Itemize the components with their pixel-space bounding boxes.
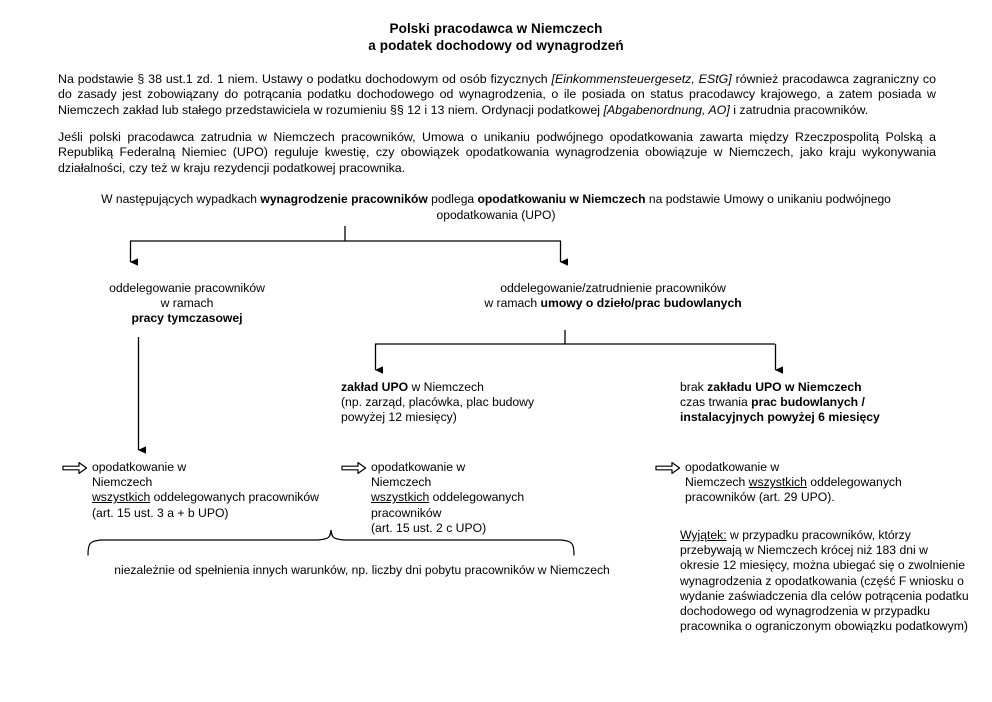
page-title: Polski pracodawca w Niemczech a podatek … — [0, 20, 992, 54]
intro-p1-part-1: Na podstawie § 38 ust.1 zd. 1 niem. Usta… — [58, 72, 552, 86]
outcome-block-2: opodatkowanie w Niemczech wszystkich odd… — [341, 460, 571, 536]
mid-right-line-3-bold: instalacyjnych powyżej 6 miesięcy — [680, 410, 880, 425]
branch-label-right: oddelegowanie/zatrudnienie pracowników w… — [448, 281, 778, 311]
intro-p1-italic-2: [Abgabenordnung, AO] — [603, 102, 730, 117]
branch-left-line-2: w ramach — [160, 296, 214, 311]
out2-line-3-underline: wszystkich — [371, 490, 430, 505]
branch-left-line-3: pracy tymczasowej — [131, 311, 243, 326]
branch-label-left: oddelegowanie pracowników w ramach pracy… — [62, 281, 312, 327]
intro-p1-part-3: i zatrudnia pracowników. — [729, 102, 869, 117]
out3-line-2-underline: wszystkich — [748, 475, 807, 490]
out1-line-3-rest: oddelegowanych pracowników — [150, 490, 319, 505]
out3-line-2-rest: oddelegowanych — [806, 475, 902, 490]
exception-label: Wyjątek: — [680, 528, 727, 542]
mid-node-right: brak zakładu UPO w Niemczech czas trwani… — [680, 380, 970, 426]
out2-line-3-rest: oddelegowanych — [429, 490, 525, 505]
outcome-block-3: opodatkowanie w Niemczech wszystkich odd… — [655, 460, 955, 506]
mid-right-line-2-bold: prac budowlanych / — [751, 395, 865, 410]
mid-left-line-1-rest: w Niemczech — [408, 380, 484, 394]
out3-line-2-prefix: Niemczech — [685, 475, 749, 490]
title-line-2: a podatek dochodowy od wynagrodzeń — [368, 38, 624, 53]
lead-bold-2: opodatkowaniu w Niemczech — [477, 192, 646, 206]
mid-left-line-2: (np. zarząd, placówka, plac budowy — [341, 395, 535, 410]
mid-right-line-1-bold: zakładu UPO w Niemczech — [707, 380, 862, 394]
out2-line-4: pracowników — [371, 505, 442, 520]
exception-text: w przypadku pracowników, którzy przebywa… — [680, 528, 969, 634]
mid-right-line-1-prefix: brak — [680, 380, 708, 394]
out3-line-3: pracowników (art. 29 UPO). — [685, 490, 835, 505]
mid-left-line-3: powyżej 12 miesięcy) — [341, 410, 457, 425]
lead-statement: W następujących wypadkach wynagrodzenie … — [96, 192, 896, 223]
branch-right-line-1: oddelegowanie/zatrudnienie pracowników — [500, 281, 726, 295]
out3-line-1: opodatkowanie w — [685, 460, 780, 474]
brace-caption: niezależnie od spełnienia innych warunkó… — [114, 563, 610, 577]
mid-left-line-1-bold: zakład UPO — [341, 380, 409, 394]
exception-note: Wyjątek: w przypadku pracowników, którzy… — [680, 528, 970, 634]
out2-line-5: (art. 15 ust. 2 c UPO) — [371, 520, 487, 535]
block-arrow-right-icon — [62, 462, 88, 474]
out1-line-4: (art. 15 ust. 3 a + b UPO) — [92, 505, 229, 520]
mid-node-left: zakład UPO w Niemczech (np. zarząd, plac… — [341, 380, 641, 426]
lead-bold-1: wynagrodzenie pracowników — [260, 192, 428, 206]
block-arrow-right-icon — [341, 462, 367, 474]
mid-right-line-2-prefix: czas trwania — [680, 395, 752, 410]
branch-right-line-2-bold: umowy o dzieło/prac budowlanych — [540, 296, 742, 311]
title-line-1: Polski pracodawca w Niemczech — [389, 21, 603, 36]
intro-p1-part-2: również pracodawca zagraniczny co do zas… — [58, 72, 936, 117]
out1-line-1: opodatkowanie w — [92, 460, 187, 474]
out1-line-2: Niemczech — [92, 475, 153, 490]
lead-part-1: W następujących wypadkach — [101, 192, 261, 206]
branch-left-line-1: oddelegowanie pracowników — [109, 281, 265, 295]
intro-p1-italic-1: [Einkommensteuergesetz, EStG] — [551, 72, 732, 86]
branch-right-line-2-prefix: w ramach — [484, 296, 541, 311]
outcome-block-1: opodatkowanie w Niemczech wszystkich odd… — [62, 460, 352, 521]
intro-paragraph-1: Na podstawie § 38 ust.1 zd. 1 niem. Usta… — [58, 72, 936, 118]
lead-part-2: podlega — [427, 192, 478, 206]
out1-line-3-underline: wszystkich — [92, 490, 151, 505]
lead-part-3: na podstawie Umowy o unikaniu podwójnego… — [436, 192, 891, 222]
block-arrow-right-icon — [655, 462, 681, 474]
intro-paragraph-2: Jeśli polski pracodawca zatrudnia w Niem… — [58, 130, 936, 175]
out2-line-1: opodatkowanie w — [371, 460, 466, 474]
out2-line-2: Niemczech — [371, 475, 432, 490]
